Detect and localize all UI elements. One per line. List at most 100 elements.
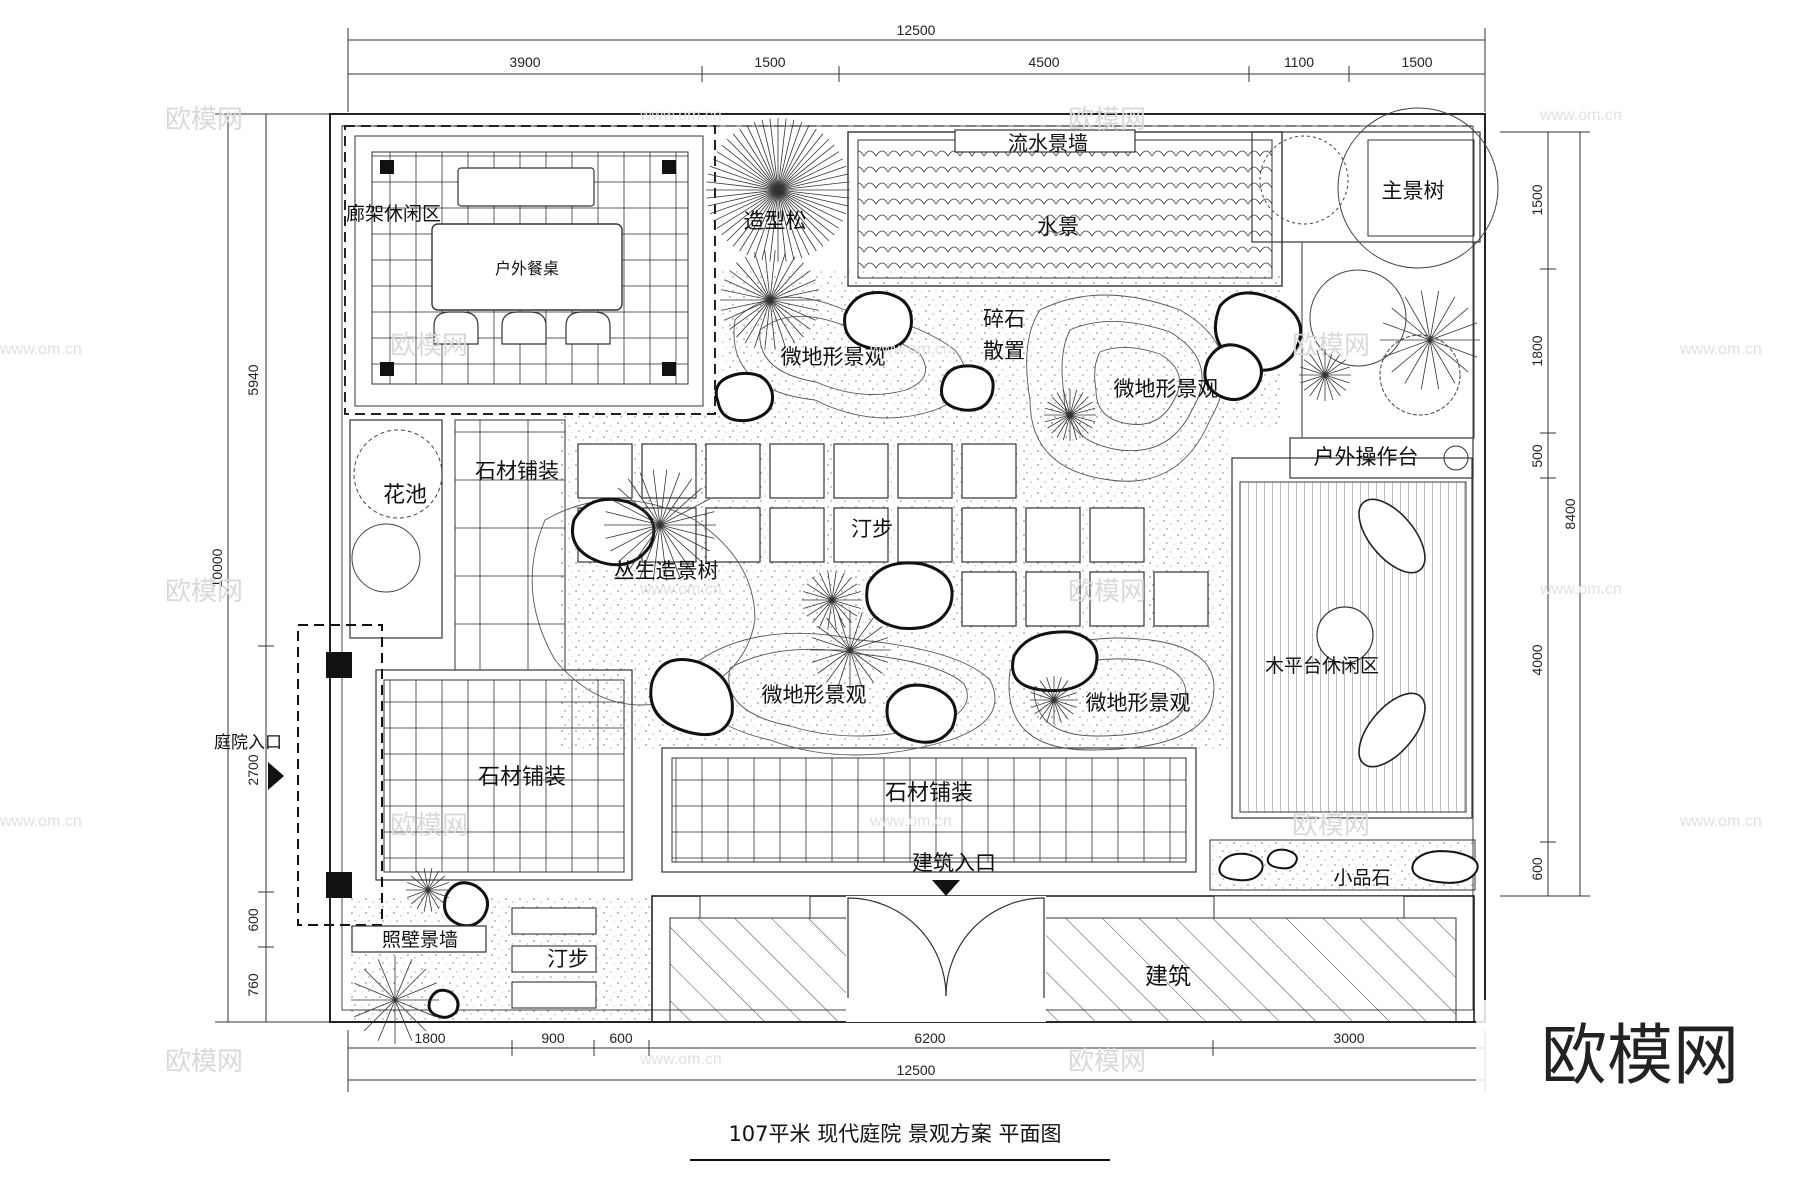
label-main-tree: 主景树: [1382, 179, 1445, 203]
label-building-entrance: 建筑入口: [912, 851, 996, 875]
watermark-url-7: www.om.cn: [1539, 581, 1622, 598]
brand-logo: 欧模网: [1476, 1000, 1800, 1100]
label-dining-table: 户外餐桌: [495, 259, 559, 278]
dim-right-seg-5: 600: [1529, 857, 1545, 881]
planting-symbols: [351, 250, 1480, 1044]
dimension-text: 12500 3900 1500 4500 1100 1500 1800 900 …: [209, 22, 1578, 1078]
stepping-stone: [641, 443, 697, 499]
plant-symbol: [720, 250, 820, 350]
hanging-chairs: [1358, 498, 1426, 768]
drawing-title: 107平米 现代庭院 景观方案 平面图: [690, 1122, 1110, 1161]
label-stone-paving-1: 石材铺装: [475, 459, 559, 483]
dim-left-seg-3: 600: [245, 908, 261, 932]
brand-logo-text: 欧模网: [1541, 1017, 1739, 1094]
flowing-water-wall: [954, 129, 1136, 153]
watermark-brand-4: 欧模网: [1292, 331, 1370, 361]
stepping-stone: [1089, 571, 1145, 627]
watermark-brand-10: 欧模网: [1068, 1047, 1146, 1077]
label-stepping-stones-1: 汀步: [851, 517, 893, 541]
label-flower-bed: 花池: [383, 483, 427, 508]
stepping-stone: [833, 443, 889, 499]
pergola-bench: [457, 167, 595, 207]
dining-chairs: [433, 311, 611, 345]
stepping-stone: [1089, 507, 1145, 563]
watermark-url-3: www.om.cn: [0, 341, 82, 358]
stepping-stone: [769, 507, 825, 563]
dim-top-seg-5: 1500: [1401, 54, 1432, 70]
label-outdoor-counter: 户外操作台: [1314, 445, 1419, 469]
stepping-stone: [833, 507, 889, 563]
plant-symbol: [1044, 389, 1096, 441]
label-screen-wall: 照壁景墙: [382, 929, 458, 951]
deck-round-table: [1316, 606, 1374, 664]
watermark-url-10: www.om.cn: [1679, 813, 1762, 830]
dim-top-seg-1: 3900: [509, 54, 540, 70]
watermark-url-8: www.om.cn: [0, 813, 82, 830]
label-garden-entrance: 庭院入口: [214, 733, 282, 753]
plant-symbol: [1380, 290, 1480, 390]
watermark-brand-1: 欧模网: [165, 105, 243, 135]
main-tree-zone: [1251, 107, 1499, 439]
watermark-url-5: www.om.cn: [1679, 341, 1762, 358]
watermark-url-6: www.om.cn: [639, 581, 722, 598]
shaped-pine-plant: [706, 118, 850, 262]
plant-symbol: [810, 610, 890, 690]
stepping-stone: [769, 443, 825, 499]
label-stone-paving-2: 石材铺装: [478, 765, 566, 790]
stepping-stone: [897, 507, 953, 563]
building-entrance-arrow-icon: [932, 880, 960, 896]
flower-bed-zone: [349, 419, 443, 639]
plant-symbol: [351, 956, 439, 1044]
dim-top-seg-4: 1100: [1284, 54, 1314, 70]
screen-wall: [351, 925, 487, 953]
stepping-stone: [961, 507, 1017, 563]
label-deck-lounge: 木平台休闲区: [1265, 655, 1379, 677]
building-zone: [651, 880, 1475, 1023]
label-micro-terrain-3: 微地形景观: [762, 683, 867, 707]
screen-wall-zone: [351, 907, 597, 1009]
stepping-stone: [577, 443, 633, 499]
stone-paving-left: [375, 669, 633, 881]
water-feature-zone: [847, 129, 1283, 287]
watermark-url-11: www.om.cn: [639, 1051, 722, 1068]
label-cluster-tree: 丛生造景树: [614, 559, 719, 583]
dim-right-outer: 8400: [1562, 498, 1578, 529]
label-pergola: 廊架休闲区: [346, 203, 441, 225]
label-water-feature: 水景: [1037, 215, 1079, 239]
plant-symbol: [604, 469, 716, 581]
pergola-lounge-zone: [344, 125, 716, 415]
watermark-brand-3: 欧模网: [390, 331, 468, 361]
watermark-brand-9: 欧模网: [165, 1047, 243, 1077]
watermark-brand-6: 欧模网: [1068, 577, 1146, 607]
ornamental-stones: [1218, 848, 1479, 884]
dim-left-outer: 10000: [209, 548, 225, 587]
watermark-brand-8: 欧模网: [1292, 811, 1370, 841]
stepping-stone: [897, 443, 953, 499]
watermark-brand-5: 欧模网: [165, 577, 243, 607]
stepping-stones-central: [577, 443, 1209, 627]
dim-top-seg-3: 4500: [1028, 54, 1059, 70]
dim-top-seg-2: 1500: [754, 54, 785, 70]
label-pine: 造型松: [744, 209, 807, 233]
landscape-boulders: [427, 290, 1302, 1019]
plant-symbol: [1030, 676, 1078, 724]
stone-paving-center: [661, 747, 1197, 873]
watermark-url-1: www.om.cn: [639, 107, 722, 124]
plan-labels: 廊架休闲区 户外餐桌 造型松 流水景墙 水景 主景树 碎石 散置 微地形景观 微…: [214, 131, 1445, 990]
label-micro-terrain-1: 微地形景观: [781, 345, 886, 369]
stepping-stone: [961, 571, 1017, 627]
dim-right-seg-4: 4000: [1529, 644, 1545, 675]
label-stone-paving-3: 石材铺装: [885, 781, 973, 806]
label-gravel-1: 碎石: [983, 307, 1025, 331]
entrance-arrow-icon: [268, 762, 284, 790]
stepping-stone: [1025, 571, 1081, 627]
entrance-doors: [847, 897, 1045, 998]
label-building: 建筑: [1145, 964, 1191, 990]
dim-right-seg-3: 500: [1529, 444, 1545, 468]
label-micro-terrain-2: 微地形景观: [1114, 377, 1219, 401]
dim-left-seg-2: 2700: [245, 754, 261, 785]
watermarks: 欧模网 欧模网 欧模网 欧模网 欧模网 欧模网 欧模网 欧模网 欧模网 欧模网 …: [0, 105, 1762, 1077]
dim-bottom-seg-1: 1800: [414, 1030, 445, 1046]
stepping-stone: [1025, 507, 1081, 563]
